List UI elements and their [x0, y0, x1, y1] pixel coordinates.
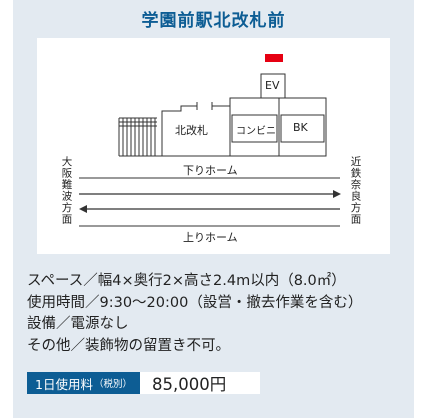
equipment-text: 設備／電源なし [27, 316, 129, 332]
platform-down-label: 下りホーム [183, 164, 238, 177]
fee-label: 1日使用料（税別） [27, 372, 140, 394]
fee-value: 85,000円 [139, 372, 260, 394]
gate-label: 北改札 [175, 124, 208, 137]
track-up-arrow [79, 205, 87, 213]
track-down-arrow [333, 190, 341, 198]
space-card: 学園前駅北改札前 [13, 0, 414, 418]
fee-label-text: 1日使用料 [35, 376, 93, 392]
fee-row: 1日使用料（税別） 85,000円 [27, 372, 260, 394]
space-details: スペース／幅4×奥行2×高さ2.4m以内（8.0㎡） 使用時間／9:30～20:… [27, 271, 407, 357]
gate-outline [161, 105, 230, 157]
bk-box [280, 114, 325, 143]
right-direction-label: 近鉄奈良方面 [349, 156, 362, 225]
conveni-label: コンビニ [236, 126, 276, 137]
left-direction-label: 大阪難波方面 [60, 156, 73, 225]
station-map: EV 北改札 コンビニ BK 下りホーム 上りホーム 大阪難波方面 近鉄奈良方面 [37, 38, 390, 254]
shop-block [229, 97, 327, 157]
space-size-text: スペース／幅4×奥行2×高さ2.4m以内（8.0㎡） [27, 273, 346, 289]
page-title: 学園前駅北改札前 [141, 11, 286, 31]
ev-label: EV [265, 79, 280, 92]
fee-tax-note: （税別） [93, 379, 132, 390]
conveni-box [231, 114, 278, 143]
bk-label: BK [293, 121, 308, 134]
platform-up-label: 上りホーム [183, 231, 238, 244]
station-map-drawing [79, 54, 341, 227]
stairs [118, 117, 162, 157]
space-marker [265, 54, 283, 62]
other-notes-text: その他／装飾物の留置き不可。 [27, 337, 230, 354]
usage-hours-text: 使用時間／9:30～20:00（設営・撤去作業を含む） [27, 294, 363, 311]
